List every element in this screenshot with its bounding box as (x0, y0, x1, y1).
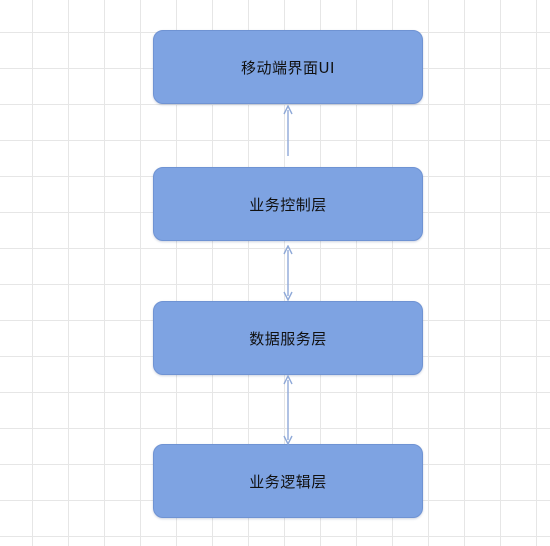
layer-label-business-logic: 业务逻辑层 (249, 472, 327, 491)
layer-label-mobile-ui: 移动端界面UI (241, 58, 335, 77)
layer-box-business-control: 业务控制层 (153, 167, 423, 241)
layer-box-data-service: 数据服务层 (153, 301, 423, 375)
layer-label-business-control: 业务控制层 (249, 195, 327, 214)
layer-label-data-service: 数据服务层 (249, 329, 327, 348)
layer-box-mobile-ui: 移动端界面UI (153, 30, 423, 104)
layer-box-business-logic: 业务逻辑层 (153, 444, 423, 518)
